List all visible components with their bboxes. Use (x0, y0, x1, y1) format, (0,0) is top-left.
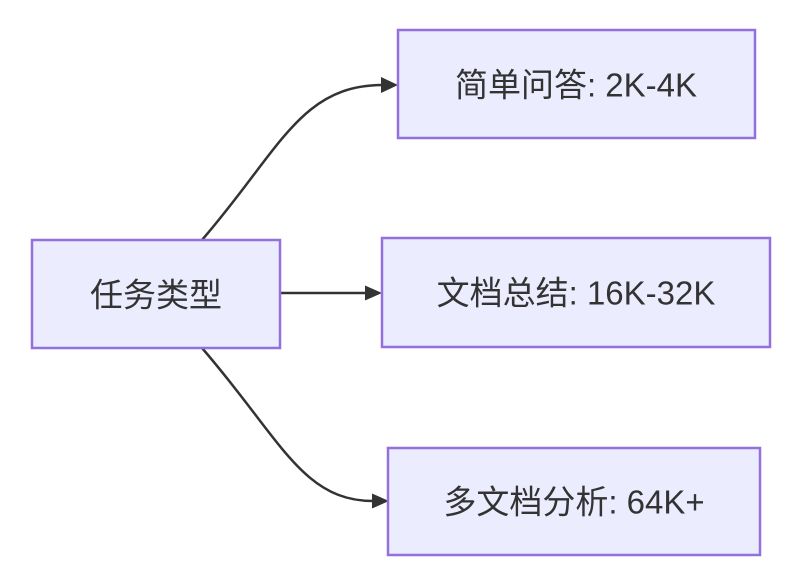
node-simple-qa-label: 简单问答: 2K-4K (455, 67, 697, 104)
arrowhead-multi-doc-icon (372, 493, 389, 509)
arrowhead-simple-qa-icon (381, 77, 398, 93)
node-task-type-box (30, 238, 282, 350)
edge-task-type-to-simple-qa (201, 77, 398, 241)
node-doc-summary-box (380, 236, 772, 349)
node-multi-doc-label: 多文档分析: 64K+ (443, 484, 704, 521)
edge-task-type-to-multi-doc (201, 347, 389, 509)
node-multi-doc-box (386, 446, 762, 557)
edge-curve-top (201, 83, 384, 241)
edge-curve-bottom (201, 347, 374, 503)
node-doc-summary: 文档总结: 16K-32K (380, 236, 772, 349)
node-task-type-label: 任务类型 (90, 277, 222, 314)
node-multi-doc: 多文档分析: 64K+ (386, 446, 762, 557)
node-task-type: 任务类型 (30, 238, 282, 350)
node-doc-summary-label: 文档总结: 16K-32K (437, 275, 716, 312)
node-simple-qa-box (396, 28, 757, 140)
arrowhead-doc-summary-icon (365, 285, 382, 301)
edge-task-type-to-doc-summary (280, 285, 382, 301)
node-simple-qa: 简单问答: 2K-4K (396, 28, 757, 140)
